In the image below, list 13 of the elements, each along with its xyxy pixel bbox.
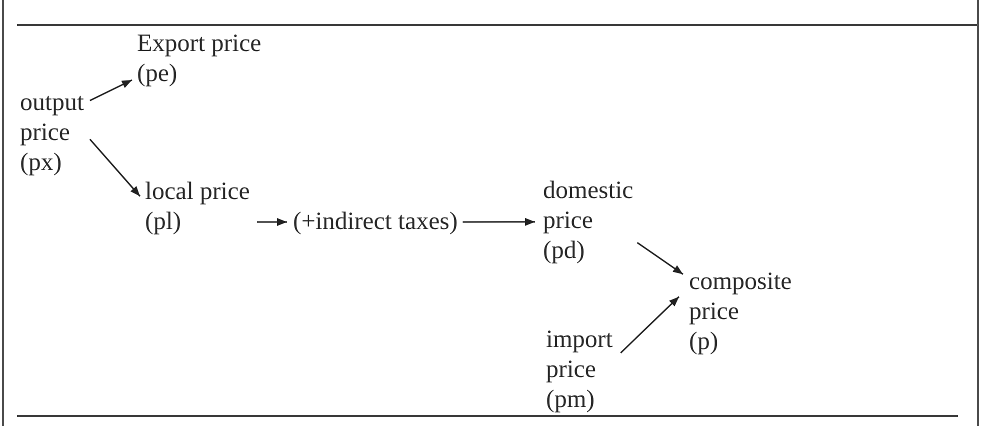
arrow	[257, 218, 287, 226]
price-label: local price (pl)	[145, 177, 252, 237]
price-label: Export price (pe)	[137, 29, 263, 89]
price-label: output price (px)	[20, 88, 84, 178]
arrow	[90, 79, 132, 102]
price-label: domestic price (pd)	[543, 176, 634, 266]
arrow	[636, 242, 684, 275]
arrow	[89, 138, 141, 197]
price-label: import price (pm)	[546, 325, 613, 415]
arrow	[462, 218, 535, 226]
price-label: composite price (p)	[689, 267, 792, 357]
arrow	[620, 296, 680, 354]
tax-note: (+indirect taxes)	[293, 207, 458, 237]
